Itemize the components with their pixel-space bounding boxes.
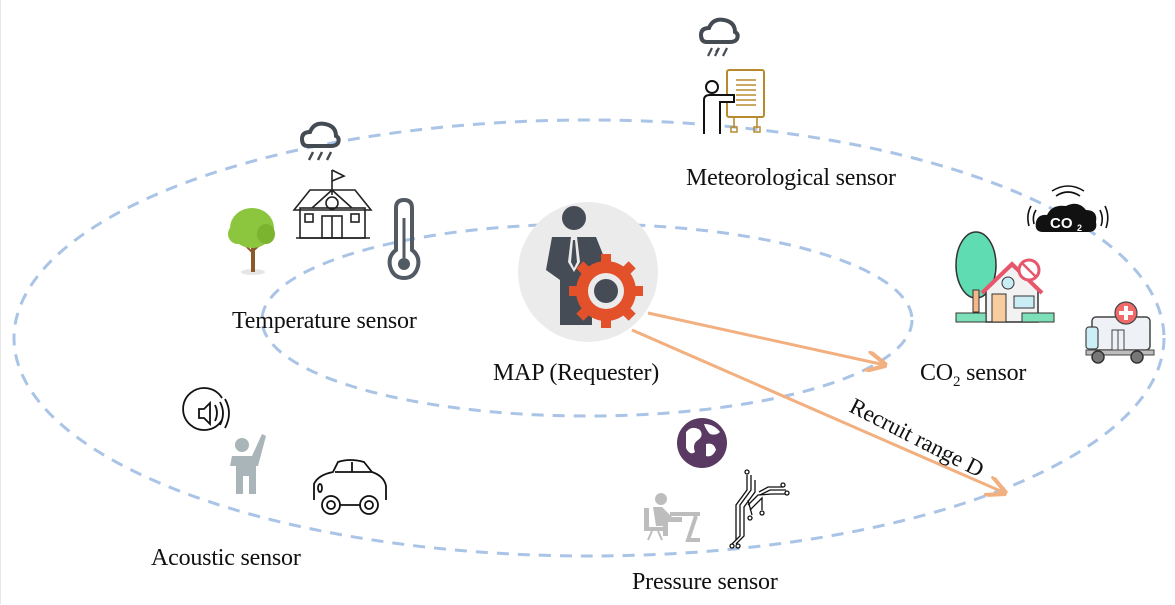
school-icon	[292, 169, 373, 239]
thermometer-icon	[387, 197, 421, 281]
storm-cloud-icon	[698, 17, 740, 57]
co2-label-subscript: 2	[952, 373, 961, 390]
arrow-to-co2	[647, 311, 885, 365]
co2-label-main: CO	[920, 360, 953, 386]
desk-worker-icon	[644, 493, 700, 542]
tree-icon	[228, 208, 275, 275]
svg-text:2: 2	[1077, 223, 1082, 233]
temperature-sensor-label: Temperature sensor	[232, 308, 417, 334]
pressure-sensor-label: Pressure sensor	[632, 569, 778, 595]
meteorological-sensor-label: Meteorological sensor	[686, 165, 896, 191]
presenter-board-icon	[703, 69, 765, 134]
outer-range-ellipse	[12, 118, 1166, 558]
businessman-gear-icon	[546, 206, 643, 328]
svg-text:CO: CO	[1050, 215, 1073, 232]
recruit-range-label: Recruit range D	[846, 393, 988, 482]
inner-range-ellipse	[260, 222, 914, 418]
car-icon	[313, 459, 387, 515]
speaker-icon	[182, 387, 230, 431]
ambulance-icon	[1085, 301, 1155, 364]
acoustic-sensor-label: Acoustic sensor	[151, 545, 301, 571]
circuit-icon	[729, 469, 790, 549]
co2-label-suffix: sensor	[960, 360, 1027, 386]
globe-icon	[677, 418, 727, 468]
co2-cloud-icon: CO 2	[1027, 185, 1109, 233]
center-node-label: MAP (Requester)	[493, 360, 660, 386]
co2-sensor-label: CO2 sensor	[920, 360, 1026, 391]
arrow-recruit-range	[631, 328, 1005, 493]
rain-cloud-icon	[299, 121, 341, 161]
house-tree-icon	[955, 231, 1055, 323]
waving-person-icon	[230, 434, 266, 494]
